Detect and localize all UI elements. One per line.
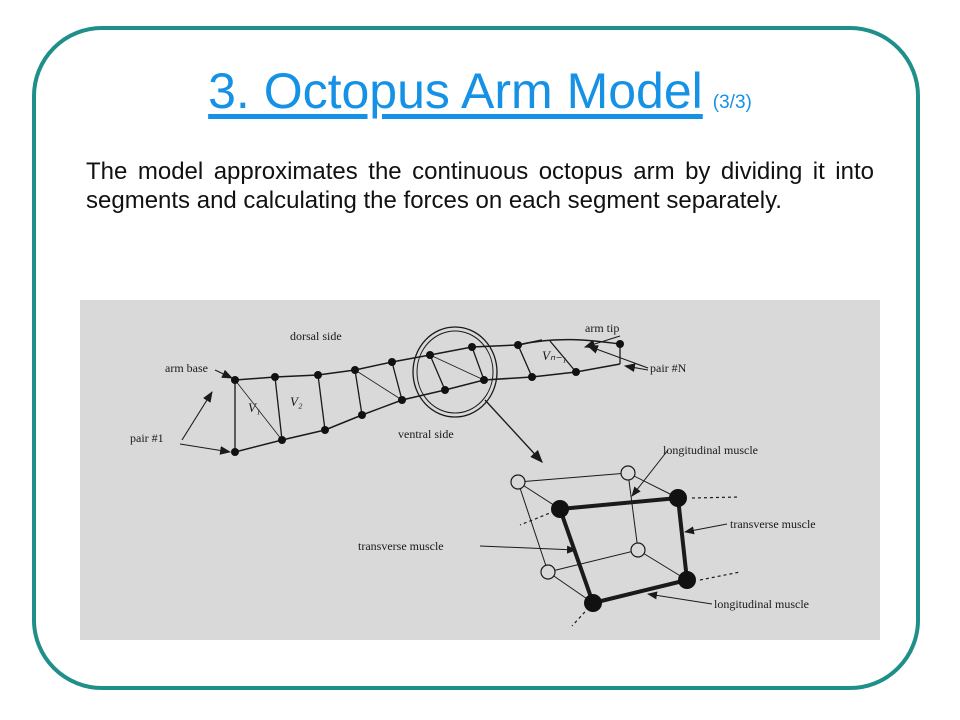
label-ventral-side: ventral side [398,427,454,441]
slide-title: 3. Octopus Arm Model (3/3) [0,62,960,120]
diagram-svg: dorsal side arm tip arm base pair #N pai… [130,321,816,627]
label-transverse-muscle-right: transverse muscle [730,517,816,531]
title-page-indicator: (3/3) [712,92,752,113]
label-vn1: Vₙ₋₁ [542,348,567,363]
label-arm-tip: arm tip [585,321,619,335]
slide-frame [32,26,920,690]
octopus-arm-diagram: dorsal side arm tip arm base pair #N pai… [80,300,880,640]
cube-label-arrows [479,449,728,605]
segment-diagonals [234,354,485,441]
label-v1: V₁ [248,400,260,415]
zoom-arrow [484,399,543,463]
label-transverse-muscle-left: transverse muscle [358,539,444,553]
arm-nodes [231,340,624,456]
label-pair-1: pair #1 [130,431,164,445]
label-dorsal-side: dorsal side [290,329,342,343]
label-v2: V₂ [290,394,303,409]
cube-nodes-filled [551,489,696,612]
dorsal-edge-tip [517,338,621,346]
label-arm-base: arm base [165,361,208,375]
title-text: 3. Octopus Arm Model [208,63,703,119]
body-paragraph: The model approximates the continuous oc… [86,158,874,214]
label-arrows [179,335,649,455]
label-longitudinal-muscle-top: longitudinal muscle [663,443,758,457]
label-pair-n: pair #N [650,361,687,375]
cube-nodes-hollow [510,465,646,580]
label-longitudinal-muscle-bottom: longitudinal muscle [714,597,809,611]
zoom-circle-inner [416,330,494,414]
zoom-circle [412,326,498,418]
